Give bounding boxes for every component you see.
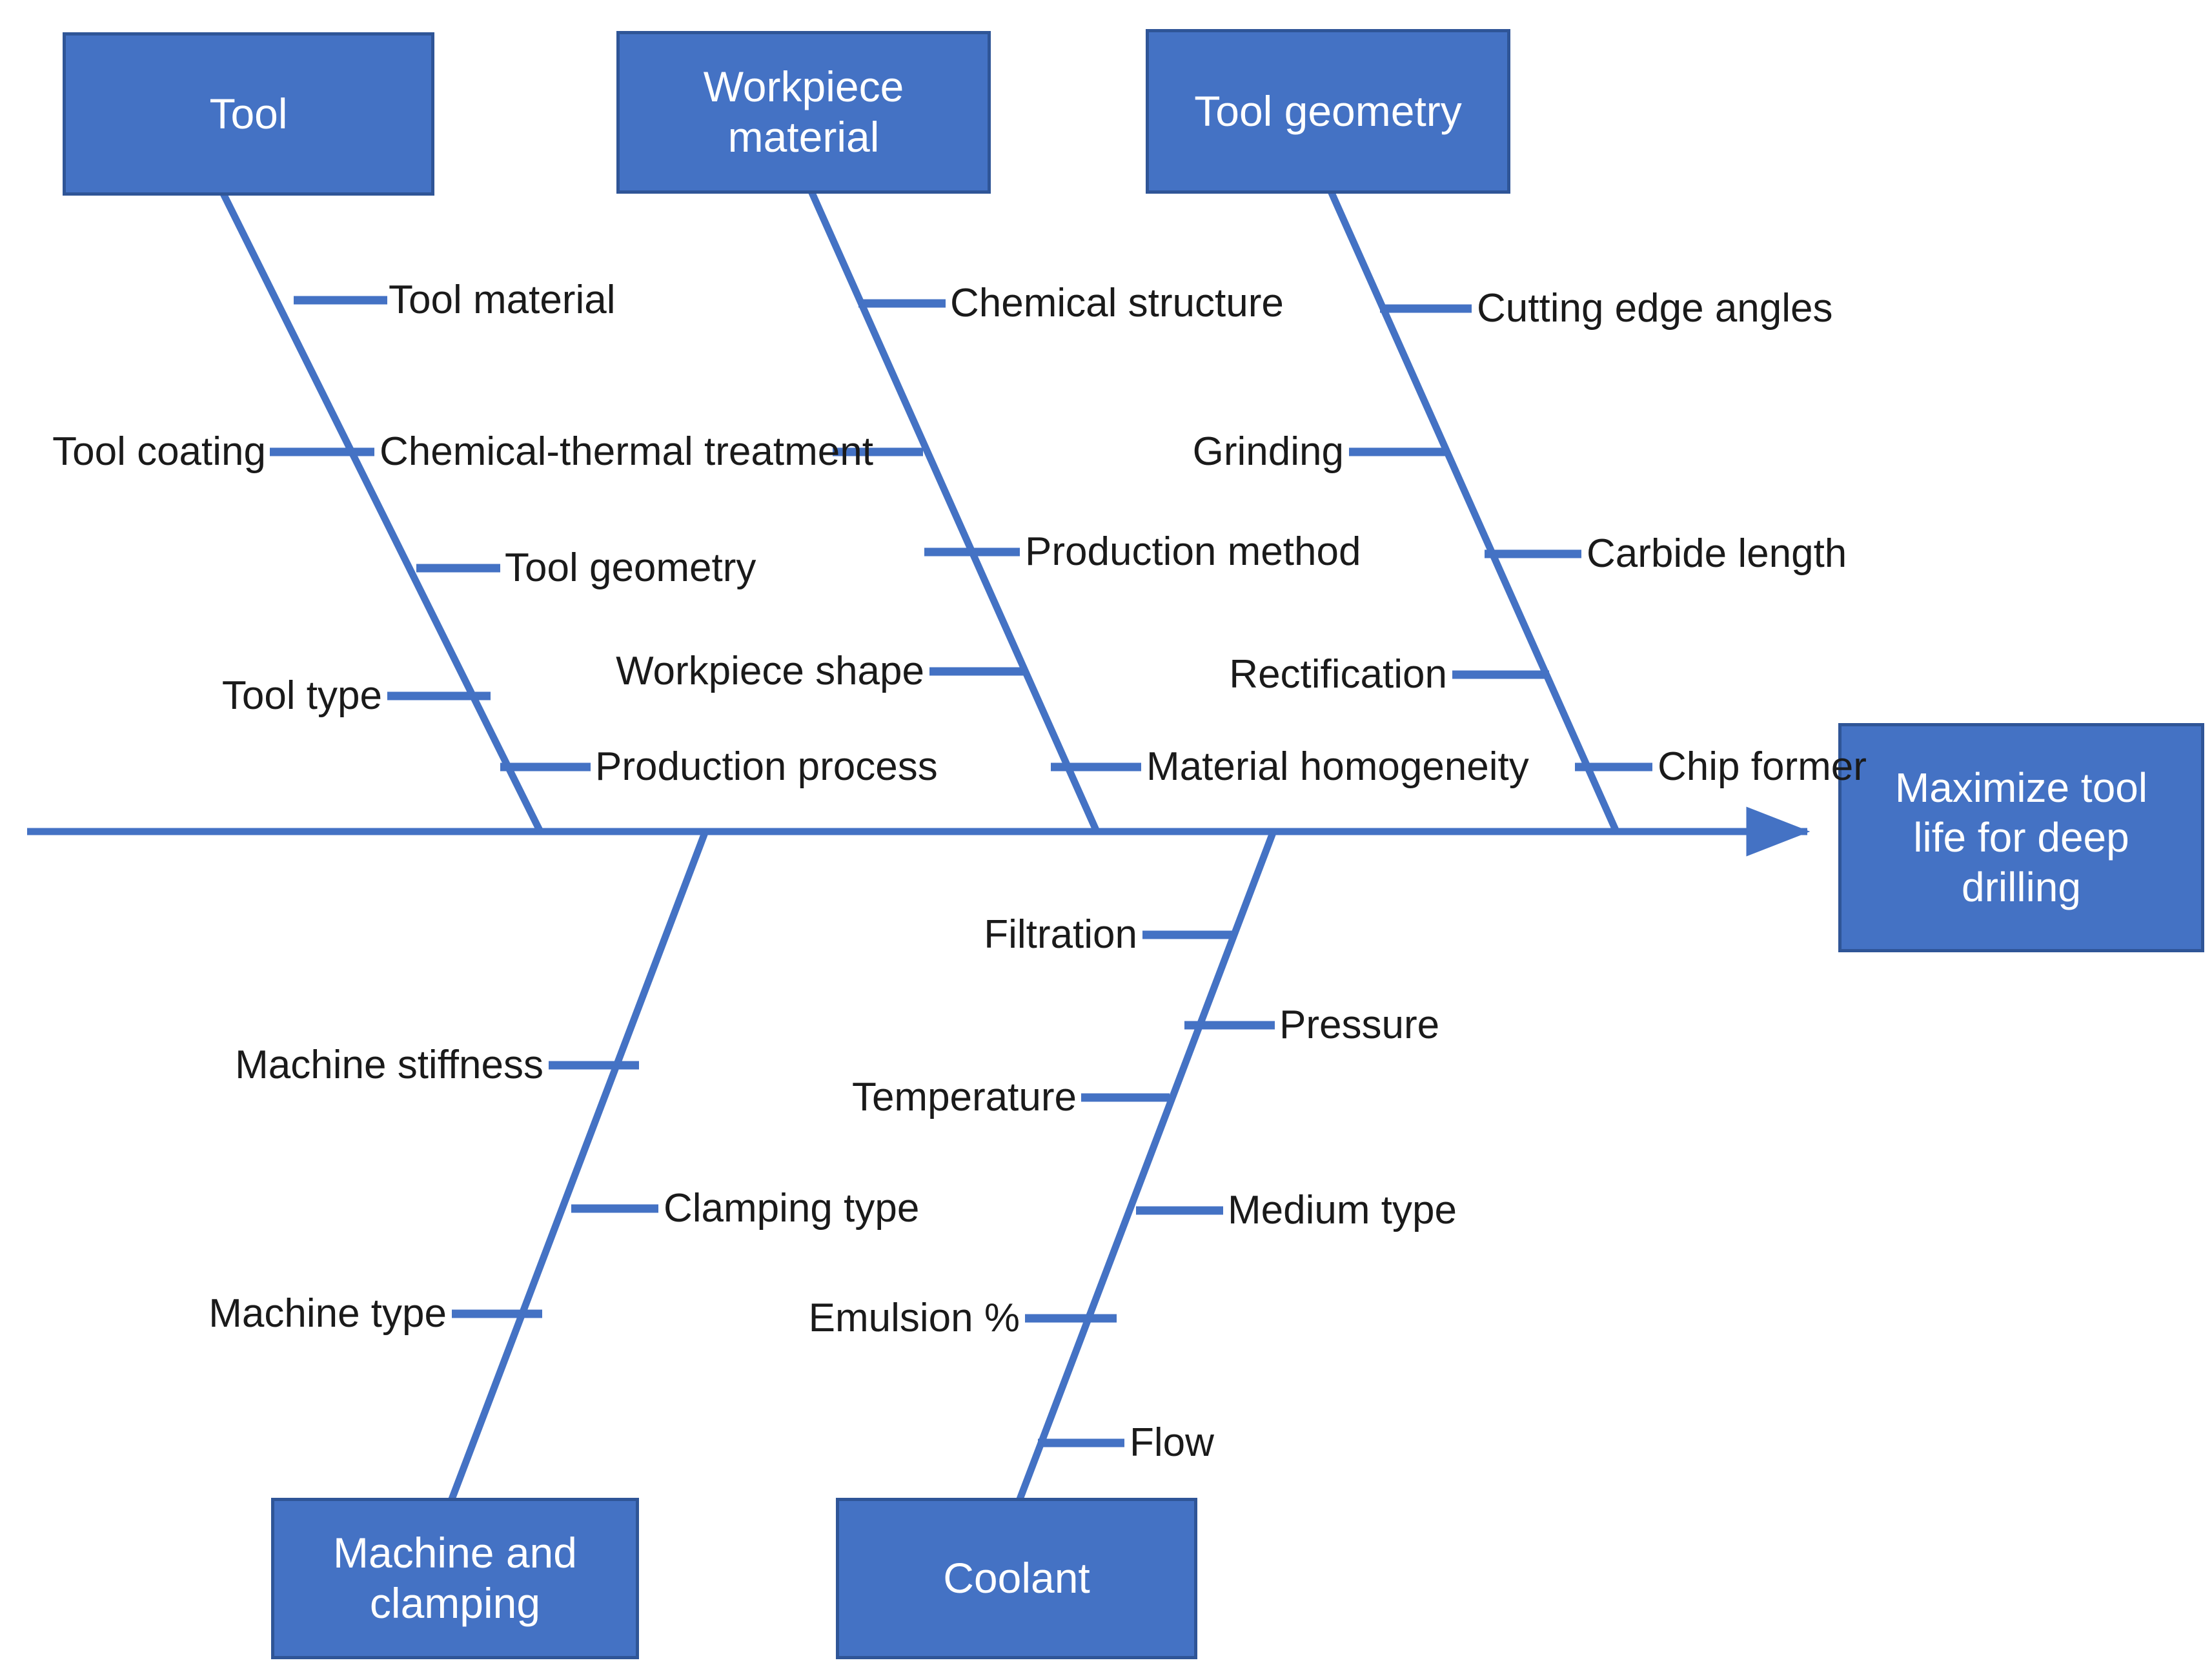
branch-line-tool (218, 187, 544, 835)
cause-label-production-method: Production method (1025, 529, 1361, 574)
category-box-machine-and-clamping-label-line1: Machine and (333, 1529, 577, 1577)
cause-label-chip-former: Chip former (1658, 744, 1867, 789)
category-box-machine-and-clamping-label-line2: clamping (369, 1579, 541, 1627)
effect-box-label-line3: drilling (1962, 863, 2081, 910)
effect-box-label-line2: life for deep (1913, 814, 2129, 861)
cause-label-flow: Flow (1130, 1420, 1214, 1465)
cause-label-grinding: Grinding (1192, 429, 1344, 474)
cause-label-medium-type: Medium type (1228, 1188, 1457, 1232)
branch-line-workpiece-material (806, 187, 1101, 835)
effect-box-label-line1: Maximize tool (1894, 764, 2148, 812)
cause-label-tool-material: Tool material (389, 278, 616, 322)
category-box-machine-and-clamping[interactable]: Machine and clamping (271, 1498, 639, 1659)
cause-label-tool-coating: Tool coating (52, 429, 266, 474)
cause-label-workpiece-shape: Workpiece shape (616, 649, 924, 693)
category-box-tool[interactable]: Tool (63, 32, 434, 196)
branch-line-machine-and-clamping (448, 832, 709, 1500)
category-box-tool-geometry[interactable]: Tool geometry (1146, 29, 1510, 194)
cause-label-rectification: Rectification (1229, 652, 1447, 697)
cause-label-production-process: Production process (595, 744, 938, 789)
cause-label-pressure: Pressure (1279, 1003, 1440, 1047)
cause-label-chemical-thermal-treatment: Chemical-thermal treatment (380, 429, 873, 474)
category-box-workpiece-material-label-line1: Workpiece (703, 63, 904, 111)
branch-line-tool-geometry (1326, 187, 1621, 835)
cause-label-cutting-edge-angles: Cutting edge angles (1477, 286, 1833, 331)
category-box-coolant-label: Coolant (943, 1554, 1090, 1602)
cause-label-material-homogeneity: Material homogeneity (1146, 744, 1529, 789)
branch-line-coolant (1016, 832, 1277, 1500)
category-box-tool-label: Tool (209, 89, 288, 138)
cause-label-machine-stiffness: Machine stiffness (235, 1043, 543, 1087)
cause-label-carbide-length: Carbide length (1587, 531, 1847, 576)
cause-label-emulsion-percent: Emulsion % (808, 1296, 1020, 1340)
cause-label-tool-type: Tool type (221, 673, 382, 718)
cause-label-tool-geometry: Tool geometry (505, 546, 756, 590)
category-box-workpiece-material[interactable]: Workpiece material (616, 31, 991, 194)
category-box-coolant[interactable]: Coolant (836, 1498, 1197, 1659)
cause-label-clamping-type: Clamping type (664, 1186, 920, 1231)
cause-label-filtration: Filtration (984, 912, 1137, 957)
cause-label-chemical-structure: Chemical structure (950, 281, 1284, 325)
cause-label-temperature: Temperature (851, 1075, 1077, 1119)
effect-box[interactable]: Maximize tool life for deep drilling (1838, 723, 2204, 952)
cause-label-machine-type: Machine type (208, 1291, 447, 1336)
category-box-tool-geometry-label: Tool geometry (1194, 87, 1462, 135)
category-box-workpiece-material-label-line2: material (727, 113, 880, 161)
